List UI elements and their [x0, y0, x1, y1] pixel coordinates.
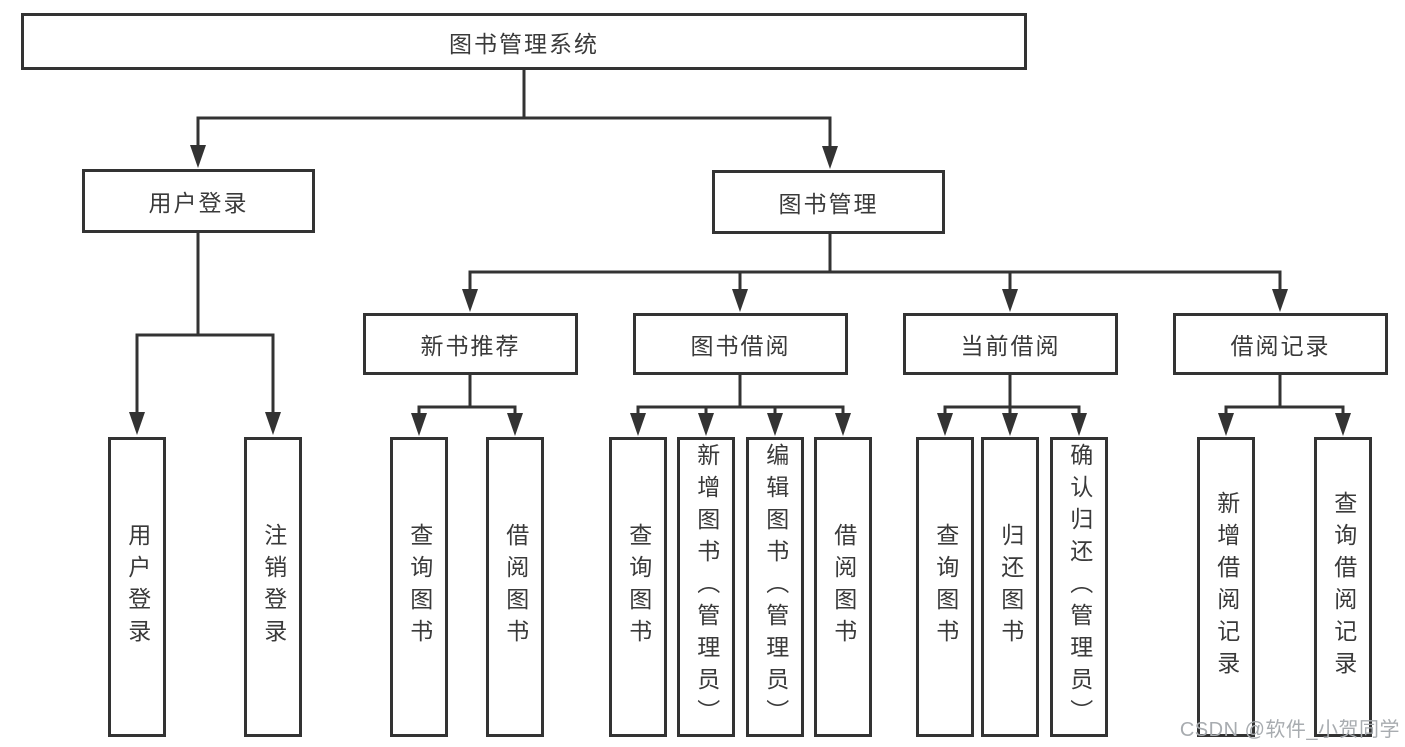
connector-new-book-children	[417, 375, 517, 415]
leaf-query-borrow-record-label: 查询借阅记录	[1330, 491, 1357, 683]
connector-borrow-records-children	[1224, 375, 1345, 415]
arrowhead	[1335, 413, 1351, 436]
leaf-add-borrow-record: 新增借阅记录	[1197, 437, 1255, 737]
arrowhead	[822, 146, 838, 169]
watermark: CSDN @软件_小贺同学	[1179, 719, 1400, 741]
arrowhead	[698, 413, 714, 436]
node-book-borrow-label: 图书借阅	[690, 333, 791, 359]
leaf-confirm-return-admin: 确认归还（管理员）	[1050, 437, 1108, 737]
arrowhead	[1002, 289, 1018, 312]
leaf-newbook-borrow-books-label: 借阅图书	[502, 523, 529, 651]
node-borrow-records-label: 借阅记录	[1230, 333, 1331, 359]
arrowhead	[937, 413, 953, 436]
arrowhead	[190, 145, 206, 168]
leaf-query-borrow-record: 查询借阅记录	[1314, 437, 1372, 737]
leaf-confirm-return-admin-label: 确认归还（管理员）	[1066, 443, 1093, 731]
arrowhead	[1272, 289, 1288, 312]
node-book-mgmt: 图书管理	[712, 170, 945, 234]
node-current-borrow-label: 当前借阅	[960, 333, 1061, 359]
node-user-login: 用户登录	[82, 169, 315, 233]
node-user-login-label: 用户登录	[148, 190, 249, 216]
leaf-return-books: 归还图书	[981, 437, 1039, 737]
arrowheads-level2	[190, 145, 838, 169]
leaf-current-query-books: 查询图书	[916, 437, 974, 737]
node-new-book-rec-label: 新书推荐	[420, 333, 521, 359]
arrowhead	[507, 413, 523, 436]
arrowhead	[129, 412, 145, 435]
arrowhead	[1218, 413, 1234, 436]
arrowhead	[835, 413, 851, 436]
node-root: 图书管理系统	[21, 13, 1027, 70]
arrowhead	[1002, 413, 1018, 436]
leaf-user-login-label: 用户登录	[124, 523, 151, 651]
leaf-user-login: 用户登录	[108, 437, 166, 737]
node-borrow-records: 借阅记录	[1173, 313, 1388, 375]
arrowhead	[1071, 413, 1087, 436]
arrowhead	[462, 289, 478, 312]
leaf-newbook-borrow-books: 借阅图书	[486, 437, 544, 737]
node-book-mgmt-label: 图书管理	[778, 191, 879, 217]
arrowhead	[767, 413, 783, 436]
arrowheads-level3	[462, 289, 1288, 312]
leaf-current-query-books-label: 查询图书	[932, 523, 959, 651]
node-book-borrow: 图书借阅	[633, 313, 848, 375]
arrowheads-user-login-children	[129, 412, 281, 435]
arrowheads-borrow-records-children	[1218, 413, 1351, 436]
leaf-borrow-query-books-label: 查询图书	[625, 523, 652, 651]
leaf-borrow-borrow-books-label: 借阅图书	[830, 523, 857, 651]
arrowheads-book-borrow-children	[630, 413, 851, 436]
arrowhead	[630, 413, 646, 436]
arrowheads-current-borrow-children	[937, 413, 1087, 436]
leaf-edit-books-admin-label: 编辑图书（管理员）	[762, 443, 789, 731]
connector-book-mgmt-to-level3	[468, 234, 1282, 291]
node-current-borrow: 当前借阅	[903, 313, 1118, 375]
leaf-newbook-query-books: 查询图书	[390, 437, 448, 737]
leaf-newbook-query-books-label: 查询图书	[406, 523, 433, 651]
leaf-borrow-borrow-books: 借阅图书	[814, 437, 872, 737]
leaf-return-books-label: 归还图书	[997, 523, 1024, 651]
arrowhead	[411, 413, 427, 436]
leaf-logout: 注销登录	[244, 437, 302, 737]
leaf-add-books-admin-label: 新增图书（管理员）	[693, 443, 720, 731]
leaf-add-borrow-record-label: 新增借阅记录	[1213, 491, 1240, 683]
connector-user-login-children	[135, 233, 275, 414]
leaf-borrow-query-books: 查询图书	[609, 437, 667, 737]
leaf-logout-label: 注销登录	[260, 523, 287, 651]
connector-current-borrow-children	[943, 375, 1081, 415]
connector-book-borrow-children	[636, 375, 845, 415]
node-new-book-rec: 新书推荐	[363, 313, 578, 375]
leaf-add-books-admin: 新增图书（管理员）	[677, 437, 735, 737]
leaf-edit-books-admin: 编辑图书（管理员）	[746, 437, 804, 737]
arrowhead	[265, 412, 281, 435]
arrowhead	[732, 289, 748, 312]
node-root-label: 图书管理系统	[449, 30, 599, 57]
connector-root-to-level2	[196, 70, 832, 148]
arrowheads-new-book-children	[411, 413, 523, 436]
